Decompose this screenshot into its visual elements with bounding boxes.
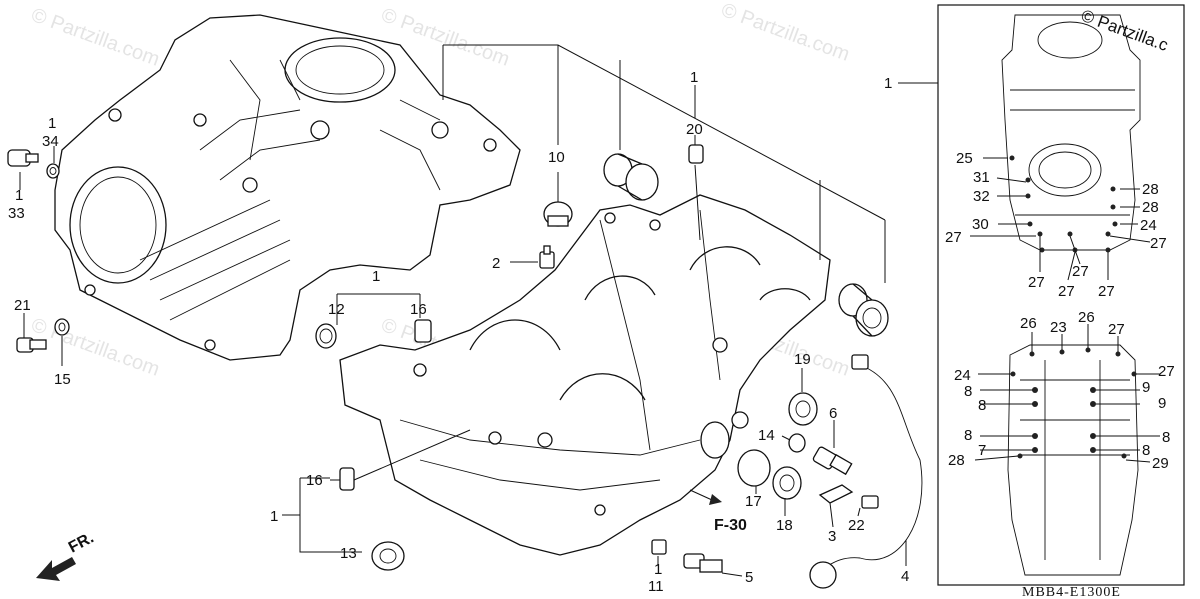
callout-label: 30 [972,216,989,233]
callout-label: 8 [964,383,972,400]
callout-label: 17 [745,493,762,510]
callout-label: 15 [54,371,71,388]
callout-label: 1 [372,268,380,285]
callout-label: 1 [270,508,278,525]
callout-label: 18 [776,517,793,534]
callout-label: 28 [1142,181,1159,198]
callout-label: 11 [648,578,664,595]
callout-label: 27 [1072,263,1089,280]
callout-label: 1 [884,75,892,92]
callout-label: 1 [690,69,698,86]
callout-label: 26 [1078,309,1095,326]
callout-label: 27 [1028,274,1045,291]
callout-label: 27 [1098,283,1115,300]
callout-label: 19 [794,351,811,368]
callout-label: 8 [978,397,986,414]
callout-label: 8 [1162,429,1170,446]
callout-label: 27 [1150,235,1167,252]
callout-label: 25 [956,150,973,167]
callout-label: 32 [973,188,990,205]
upper-crankcase [54,14,521,361]
callout-label: 24 [954,367,971,384]
leader-lines [19,44,938,577]
callout-label: 5 [745,569,753,586]
callout-label: 26 [1020,315,1037,332]
callout-label: 28 [948,452,965,469]
callout-label: 3 [828,528,836,545]
lower-crankcase [339,194,831,556]
callout-label: 27 [945,229,962,246]
callout-label: 22 [848,517,865,534]
callout-label: 1 [654,561,662,578]
callout-label: 7 [978,442,986,459]
brand-watermark: © Partzilla.c [1079,6,1171,55]
callout-label: 27 [1108,321,1125,338]
callout-label: 28 [1142,199,1159,216]
watermark: © Partzilla.com [28,4,162,71]
callout-label: 34 [42,133,59,150]
callout-label: 6 [829,405,837,422]
callout-label: 27 [1158,363,1175,380]
callout-label: 14 [758,427,775,444]
callout-label: 9 [1142,379,1150,396]
callout-label: 31 [973,169,990,186]
ref-arrow [689,489,722,505]
callout-label: 9 [1158,395,1166,412]
callout-label: 13 [340,545,357,562]
fr-arrow-icon [36,557,76,581]
callout-label: 24 [1140,217,1157,234]
watermark: © Partzilla.com [718,0,852,66]
callout-label: 12 [328,301,345,318]
callout-label: 21 [14,297,31,314]
detail-panel [937,4,1185,586]
callout-label: 23 [1050,319,1067,336]
callout-label: 27 [1058,283,1075,300]
diagram-code: MBB4-E1300E [1022,585,1121,599]
callout-label: 16 [306,472,323,489]
callout-label: 33 [8,205,25,222]
callout-label: 10 [548,149,565,166]
ref-label: F-30 [714,517,747,534]
small-parts [7,144,923,589]
callout-label: 4 [901,568,909,585]
watermark: © Partzilla.com [28,314,162,381]
callout-label: 8 [964,427,972,444]
callout-label: 16 [410,301,427,318]
callout-label: 1 [15,187,23,204]
callout-label: 2 [492,255,500,272]
callout-label: 1 [48,115,56,132]
callout-label: 20 [686,121,703,138]
callout-label: 8 [1142,442,1150,459]
fr-label: FR. [66,529,97,556]
callout-label: 29 [1152,455,1169,472]
